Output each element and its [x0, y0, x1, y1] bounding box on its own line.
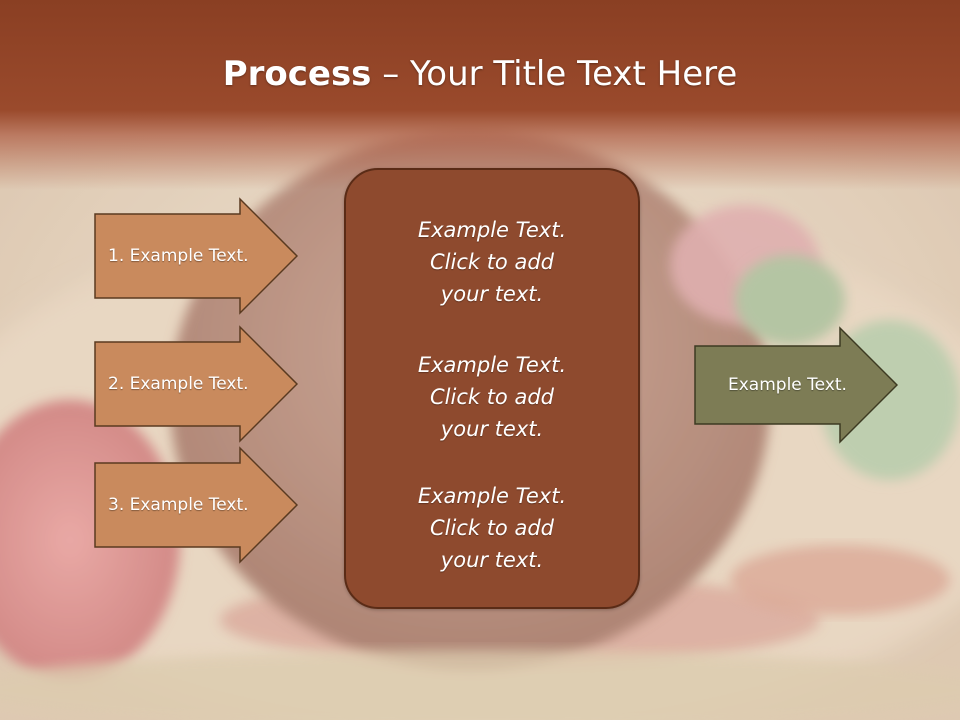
slide-title[interactable]: Process – Your Title Text Here [0, 52, 960, 96]
left-arrow-2[interactable]: 2. Example Text. [94, 325, 298, 443]
left-arrow-1[interactable]: 1. Example Text. [94, 197, 298, 315]
left-arrow-label: 1. Example Text. [108, 246, 249, 266]
arrow-shape-icon [94, 446, 298, 564]
right-arrow-label: Example Text. [728, 375, 847, 395]
title-rest: – Your Title Text Here [371, 54, 738, 94]
arrow-shape-icon [94, 197, 298, 315]
center-text-box[interactable]: Example Text. Click to add your text. Ex… [344, 168, 640, 609]
right-arrow[interactable]: Example Text. [694, 326, 898, 444]
center-text-1[interactable]: Example Text. Click to add your text. [417, 218, 567, 306]
center-text-2[interactable]: Example Text. Click to add your text. [417, 353, 567, 441]
left-arrow-3[interactable]: 3. Example Text. [94, 446, 298, 564]
arrow-shape-icon [94, 325, 298, 443]
left-arrow-label: 3. Example Text. [108, 495, 249, 515]
arrow-shape-icon [694, 326, 898, 444]
title-band [0, 0, 960, 190]
left-arrow-label: 2. Example Text. [108, 374, 249, 394]
center-text-3[interactable]: Example Text. Click to add your text. [417, 484, 567, 572]
title-bold: Process [222, 54, 372, 94]
